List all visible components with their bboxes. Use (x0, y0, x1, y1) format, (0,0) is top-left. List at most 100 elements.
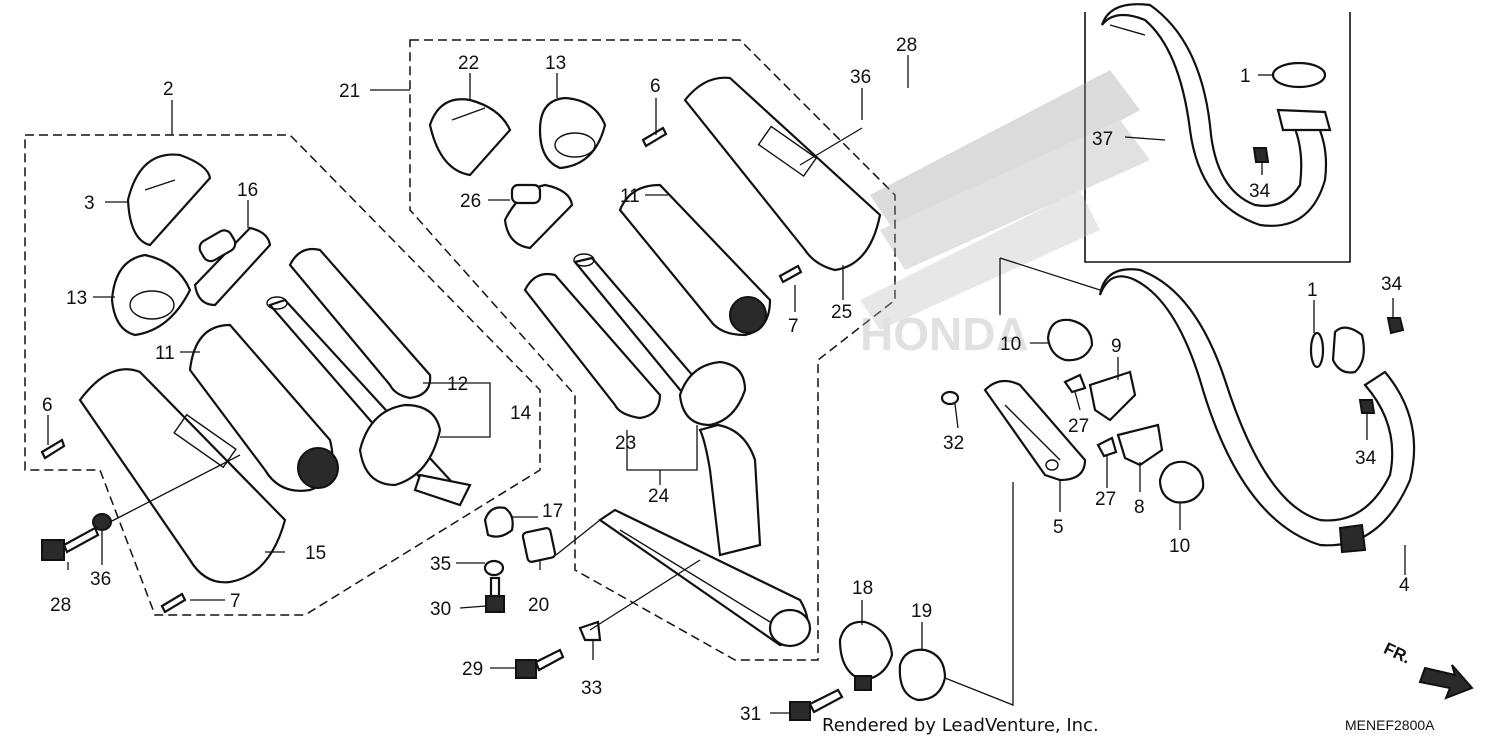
collar-27-lower (1096, 436, 1118, 458)
callout-20: 20 (528, 595, 549, 616)
callout-1-upper: 1 (1240, 66, 1251, 87)
flange-16 (193, 226, 272, 307)
diagram-code: MENEF2800A (1345, 717, 1435, 733)
washer-36-left (92, 513, 112, 531)
callout-26: 26 (460, 191, 481, 212)
callout-14: 14 (510, 403, 532, 424)
nut-34-lower (1358, 399, 1376, 414)
callout-37: 37 (1092, 129, 1113, 150)
bolt-31 (789, 688, 844, 721)
bolt-32 (940, 390, 960, 406)
callout-36-right: 36 (850, 67, 871, 88)
packing-23 (523, 272, 662, 420)
group-outline-muffler-right (409, 39, 896, 661)
callout-35: 35 (430, 554, 451, 575)
outer-body-25 (683, 76, 882, 272)
callout-4: 4 (1399, 575, 1410, 596)
callout-6-left: 6 (42, 395, 53, 416)
bolt-29 (515, 648, 565, 679)
callout-10-lower: 10 (1169, 536, 1190, 557)
leader-lines (47, 55, 1406, 714)
callout-13-left: 13 (66, 288, 87, 309)
heat-shield-5 (983, 379, 1087, 482)
pipe-joint-1 (1331, 326, 1365, 374)
end-cap-3 (126, 153, 212, 247)
washer-35 (483, 559, 505, 577)
callout-17: 17 (542, 501, 563, 522)
cap-13-left (110, 253, 192, 337)
header-band (1338, 523, 1367, 554)
svg-text:HONDA: HONDA (860, 308, 1029, 360)
group-outline-header-inset (1084, 12, 1351, 263)
stay-9 (1088, 370, 1137, 422)
end-cap-22 (428, 98, 512, 177)
honda-watermark: HONDA (860, 70, 1150, 360)
inset-flange (1276, 108, 1332, 132)
callout-28-right: 28 (896, 35, 917, 56)
gasket-19 (898, 648, 947, 702)
callout-18: 18 (852, 578, 873, 599)
callout-3: 3 (84, 193, 95, 214)
nut-34-inset (1252, 147, 1270, 163)
band-18 (838, 620, 894, 682)
band-10-lower (1158, 460, 1205, 504)
clip-33 (578, 620, 602, 642)
callout-15: 15 (305, 543, 326, 564)
callout-2: 2 (163, 79, 174, 100)
end-plate-14 (358, 403, 442, 487)
callout-30: 30 (430, 599, 451, 620)
callout-24: 24 (648, 486, 670, 507)
collar-20 (521, 527, 557, 563)
callout-25: 25 (831, 302, 852, 323)
callout-5: 5 (1053, 517, 1064, 538)
connecting-pipe-24 (698, 423, 762, 557)
clamp-17 (483, 506, 514, 538)
rivet-6-right (641, 126, 668, 148)
callout-21: 21 (339, 81, 360, 102)
callout-11-right: 11 (620, 186, 640, 207)
callout-1-lower: 1 (1307, 280, 1318, 301)
callout-34-upper: 34 (1381, 274, 1403, 295)
band-10-upper (1046, 318, 1094, 362)
callout-32: 32 (943, 433, 964, 454)
bolt-30 (485, 576, 505, 613)
rivet-7-right (778, 264, 803, 284)
callout-22: 22 (458, 53, 479, 74)
footer-credit: Rendered by LeadVenture, Inc. (822, 715, 1099, 736)
callout-28-left: 28 (50, 595, 71, 616)
callout-16: 16 (237, 180, 258, 201)
callout-29: 29 (462, 659, 483, 680)
rivet-6-left (40, 438, 66, 460)
group-outline-muffler-left (24, 134, 541, 616)
callout-12: 12 (447, 374, 468, 395)
callout-7-left: 7 (230, 591, 241, 612)
callout-6-right: 6 (650, 76, 661, 97)
gasket-1-upper (1271, 61, 1327, 89)
callout-7-right: 7 (788, 316, 799, 337)
callout-10-upper: 10 (1000, 334, 1021, 355)
callout-31: 31 (740, 704, 761, 725)
stay-8 (1116, 423, 1164, 467)
callout-19: 19 (911, 601, 932, 622)
callout-9: 9 (1111, 336, 1122, 357)
callout-11-left: 11 (155, 343, 175, 364)
callout-33: 33 (581, 678, 602, 699)
callout-27-upper: 27 (1068, 416, 1089, 437)
callout-numbers: 2 3 16 13 11 6 12 14 15 7 28 36 21 22 13… (42, 35, 1410, 725)
callout-27-lower: 27 (1095, 489, 1116, 510)
direction-label: FR. (1381, 639, 1414, 668)
bolt-28-left (41, 526, 100, 561)
callout-13-right: 13 (545, 53, 566, 74)
exhaust-pipe-4 (1098, 268, 1416, 547)
callout-8: 8 (1134, 497, 1145, 518)
end-plate-24 (678, 360, 747, 427)
callout-23: 23 (615, 433, 636, 454)
nut-34-upper (1386, 317, 1405, 335)
callout-36-left: 36 (90, 569, 111, 590)
rivet-7-left (160, 592, 187, 614)
collar-27-upper (1063, 373, 1087, 394)
muffler-body-15 (78, 368, 287, 584)
front-direction-arrow-icon (1418, 664, 1474, 700)
packing-12 (288, 247, 432, 400)
